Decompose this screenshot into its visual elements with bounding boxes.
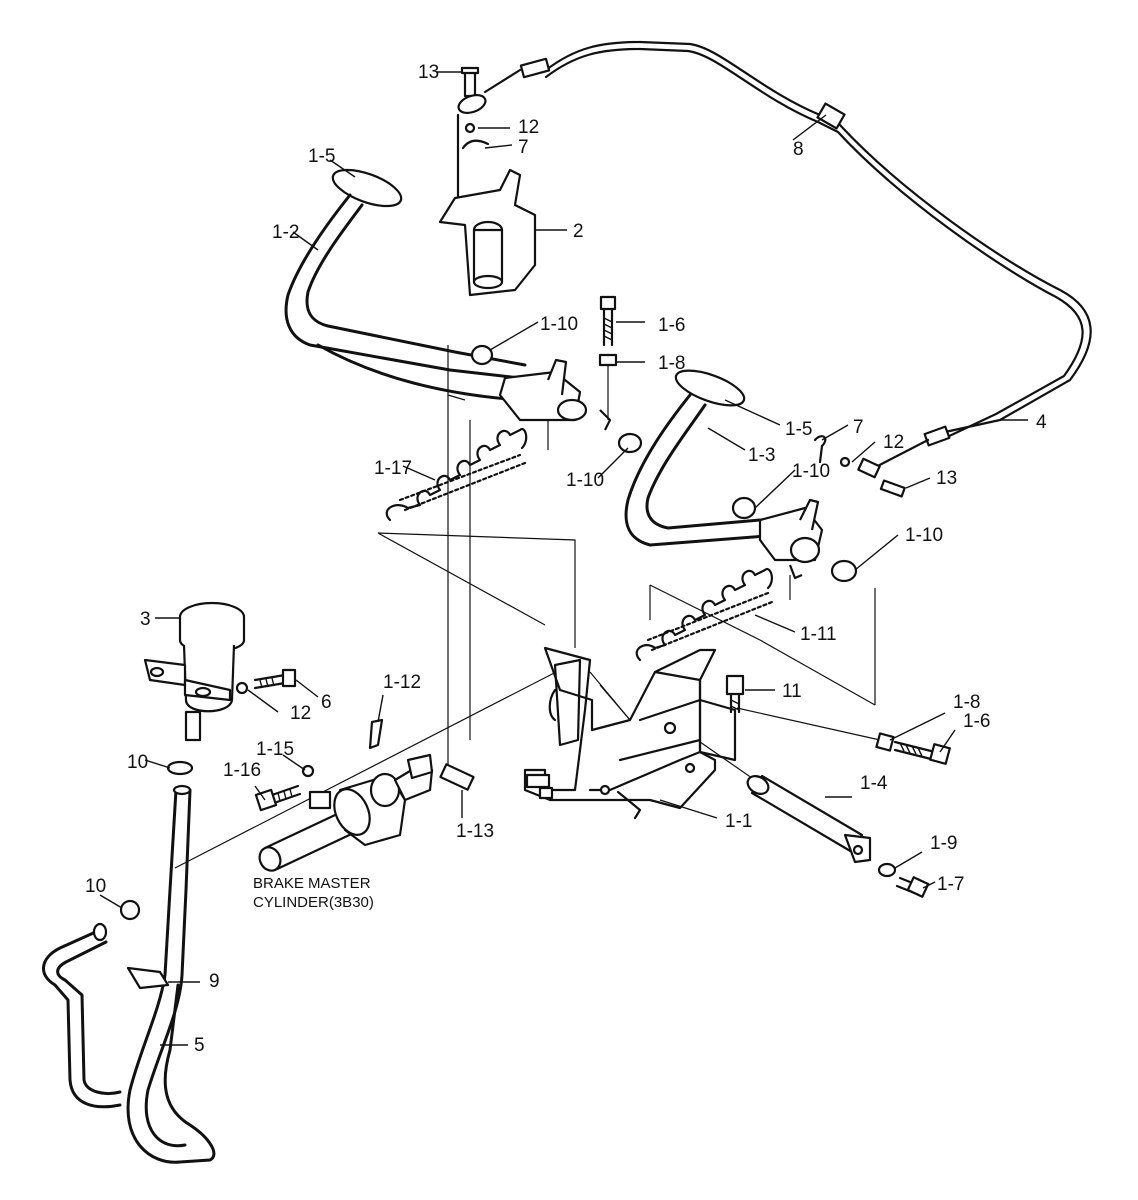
callout-label: 1-10 xyxy=(540,314,578,335)
reservoir-3 xyxy=(143,601,297,776)
washer-1-9 xyxy=(877,862,897,878)
spring-1-11 xyxy=(635,567,774,662)
callout-label: 1-6 xyxy=(658,315,685,336)
callout-label: 11 xyxy=(782,681,802,702)
callout-label: 4 xyxy=(1036,412,1047,433)
clamp-10-bottom xyxy=(119,899,141,921)
callout-label: 7 xyxy=(518,137,529,158)
assembly-guide-lines xyxy=(174,345,881,869)
clevis-pin-13-right xyxy=(879,479,906,498)
pedal-pad-right xyxy=(674,369,746,407)
callout-label: 1-3 xyxy=(748,445,775,466)
callout-label: 1-5 xyxy=(785,419,812,440)
pedal-arm-1-2 xyxy=(284,168,643,454)
bolt-6 xyxy=(281,668,297,688)
callout-label: 1-12 xyxy=(383,672,421,693)
fitting-1-15 xyxy=(308,790,332,810)
bushing-1-10-c xyxy=(731,496,757,520)
callout-label: 1-13 xyxy=(456,821,494,842)
right-pin-set xyxy=(813,435,906,498)
callout-label: 1-16 xyxy=(223,760,261,781)
spring-1-17 xyxy=(385,427,528,522)
callout-label: 12 xyxy=(883,432,904,453)
bolt-1-7 xyxy=(906,876,930,898)
bolt-11 xyxy=(725,674,745,714)
brake-master-cylinder xyxy=(254,718,475,872)
parking-brake-cable xyxy=(483,40,1092,472)
callout-label: 1-8 xyxy=(953,692,980,713)
bushing-1-10-d xyxy=(830,559,858,583)
callout-label: 1-2 xyxy=(272,222,299,243)
callout-label: 1-5 xyxy=(308,146,335,167)
callout-label: 7 xyxy=(853,417,864,438)
washer-12 xyxy=(464,122,476,134)
washer-1-15 xyxy=(301,764,315,778)
clamp-10-top xyxy=(166,760,194,776)
nut-1-8-top xyxy=(598,353,618,367)
callout-label: 5 xyxy=(194,1035,205,1056)
clip-9 xyxy=(126,966,170,990)
callout-label: 1-10 xyxy=(566,470,604,491)
parking-lever-bracket xyxy=(438,168,537,297)
pedal-bracket-1-1 xyxy=(523,646,737,820)
callout-label: 1-1 xyxy=(725,811,752,832)
callout-label: 1-6 xyxy=(963,711,990,732)
cotter-pin-7-right xyxy=(813,435,827,464)
note-line-1: BRAKE MASTER xyxy=(253,875,371,892)
callout-label: 8 xyxy=(793,139,804,160)
callout-label: 1-7 xyxy=(937,874,964,895)
callout-label: 1-4 xyxy=(860,773,888,794)
bolt-1-16 xyxy=(254,788,278,812)
callout-label: 9 xyxy=(209,971,220,992)
callout-label: 1-10 xyxy=(792,461,830,482)
callout-label: 1-15 xyxy=(256,739,294,760)
callout-label: 13 xyxy=(936,468,957,489)
shaft-1-4 xyxy=(746,774,930,898)
nut-1-8-right xyxy=(875,732,895,752)
cable-end-fitting xyxy=(519,57,551,79)
hose-5 xyxy=(42,784,216,1164)
pin-1-12 xyxy=(368,718,384,750)
washer-12-right xyxy=(839,456,851,468)
washer-12-res xyxy=(235,681,249,695)
top-pin-set xyxy=(456,66,490,202)
bushing-1-10-a xyxy=(470,344,494,366)
callout-label: 6 xyxy=(321,692,332,713)
bolt-1-6-top xyxy=(598,295,618,420)
callout-label: 13 xyxy=(418,62,439,83)
callout-label: 12 xyxy=(290,703,311,724)
callout-label: 2 xyxy=(573,221,584,242)
callout-label: 1-17 xyxy=(374,458,412,479)
callout-label: 10 xyxy=(85,876,106,897)
bolt-1-6-right xyxy=(875,732,951,765)
note-line-2: CYLINDER(3B30) xyxy=(253,894,374,911)
callout-label: 1-10 xyxy=(905,525,943,546)
callout-label: 1-11 xyxy=(800,624,837,645)
leader-lines xyxy=(99,71,1028,1046)
clevis-pin-1-13 xyxy=(439,763,475,791)
bushing-1-10-b xyxy=(617,432,643,454)
callout-label: 10 xyxy=(127,752,148,773)
callout-label: 1-9 xyxy=(930,833,957,854)
pedal-arm-1-3 xyxy=(624,369,858,583)
cable-end-fitting-rear xyxy=(923,425,951,447)
cable-clamp xyxy=(816,102,846,130)
pedal-pad-left xyxy=(331,168,403,208)
cotter-pin-7 xyxy=(461,139,490,150)
callout-label: 3 xyxy=(140,609,151,630)
callout-label: 12 xyxy=(518,117,539,138)
callout-label: 1-8 xyxy=(658,353,685,374)
